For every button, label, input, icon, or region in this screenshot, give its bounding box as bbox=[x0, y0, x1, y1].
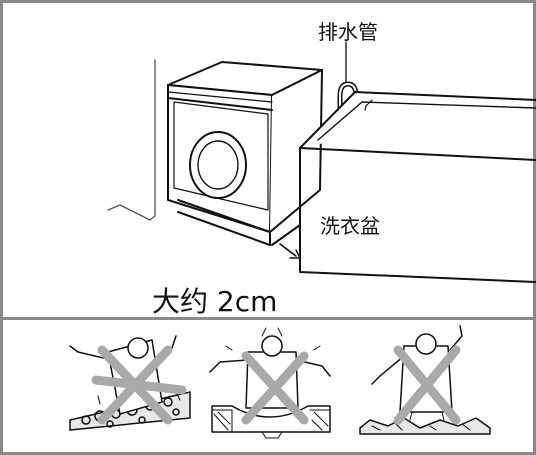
incorrect-bumpy-floor-icon bbox=[359, 325, 491, 435]
wash-basin-label: 洗衣盆 bbox=[320, 214, 380, 238]
gap-distance-label: 大约 2cm bbox=[152, 285, 278, 318]
section-divider bbox=[3, 317, 533, 320]
washing-machine bbox=[167, 61, 323, 246]
incorrect-uneven-floor-icon bbox=[69, 335, 191, 431]
wash-basin bbox=[299, 91, 536, 283]
incorrect-curved-surface-icon bbox=[209, 327, 331, 439]
drain-hose-label: 排水管 bbox=[318, 20, 378, 44]
